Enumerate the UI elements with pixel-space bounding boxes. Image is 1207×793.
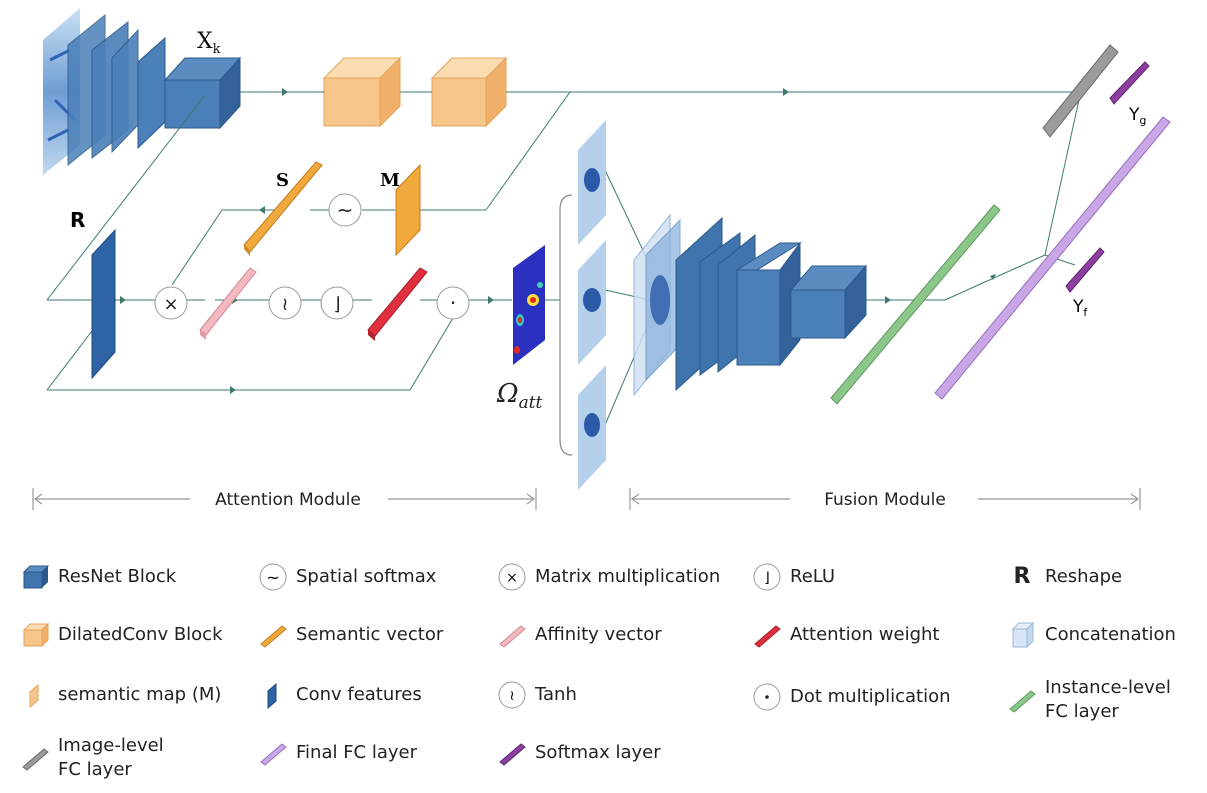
yf-label: Yf (1072, 297, 1088, 319)
m-label: M (380, 170, 400, 191)
softmax-layer-f (1065, 247, 1105, 293)
instance-level-fc-layer (830, 204, 1001, 405)
conv-features-bar (91, 228, 116, 380)
attention-map (513, 245, 545, 365)
svg-text:·: · (450, 291, 456, 315)
image-level-fc-layer (1042, 44, 1119, 138)
svg-text:≀: ≀ (282, 294, 289, 315)
s-label: S (276, 170, 289, 191)
svg-text:⌋: ⌋ (333, 294, 340, 315)
yg-label: Yg (1128, 105, 1146, 127)
instance-bracket (559, 194, 573, 456)
dot-multiplication-op: · (436, 286, 470, 320)
svg-text:×: × (163, 294, 178, 315)
dilated-conv-block-1 (322, 56, 402, 128)
attention-module-span (32, 488, 537, 510)
semantic-vector-s (243, 161, 323, 256)
omega-att-label: Ωatt (496, 379, 543, 413)
attention-weight (367, 267, 428, 341)
spatial-softmax-op: ~ (328, 193, 362, 227)
attention-module-label: Attention Module (215, 490, 361, 510)
instance-image-2 (578, 240, 606, 365)
fusion-module-label: Fusion Module (824, 490, 946, 510)
r-label: R (70, 208, 85, 232)
input-image-stack (43, 8, 242, 175)
final-fc-layer (934, 116, 1171, 400)
tanh-op: ≀ (268, 286, 302, 320)
fusion-module-span (629, 488, 1141, 510)
xk-label: Xk (197, 29, 221, 57)
matrix-multiplication-op: × (154, 286, 188, 320)
fusion-encoder-stack (633, 213, 868, 397)
affinity-vector (199, 267, 257, 340)
dilated-conv-block-2 (430, 56, 508, 128)
instance-image-1 (578, 120, 606, 245)
softmax-layer-g (1109, 61, 1150, 105)
relu-op: ⌋ (320, 286, 354, 320)
connection-lines (46, 91, 1081, 426)
svg-text:~: ~ (337, 198, 354, 222)
semantic-map-m (395, 163, 421, 257)
instance-image-3 (578, 365, 606, 490)
